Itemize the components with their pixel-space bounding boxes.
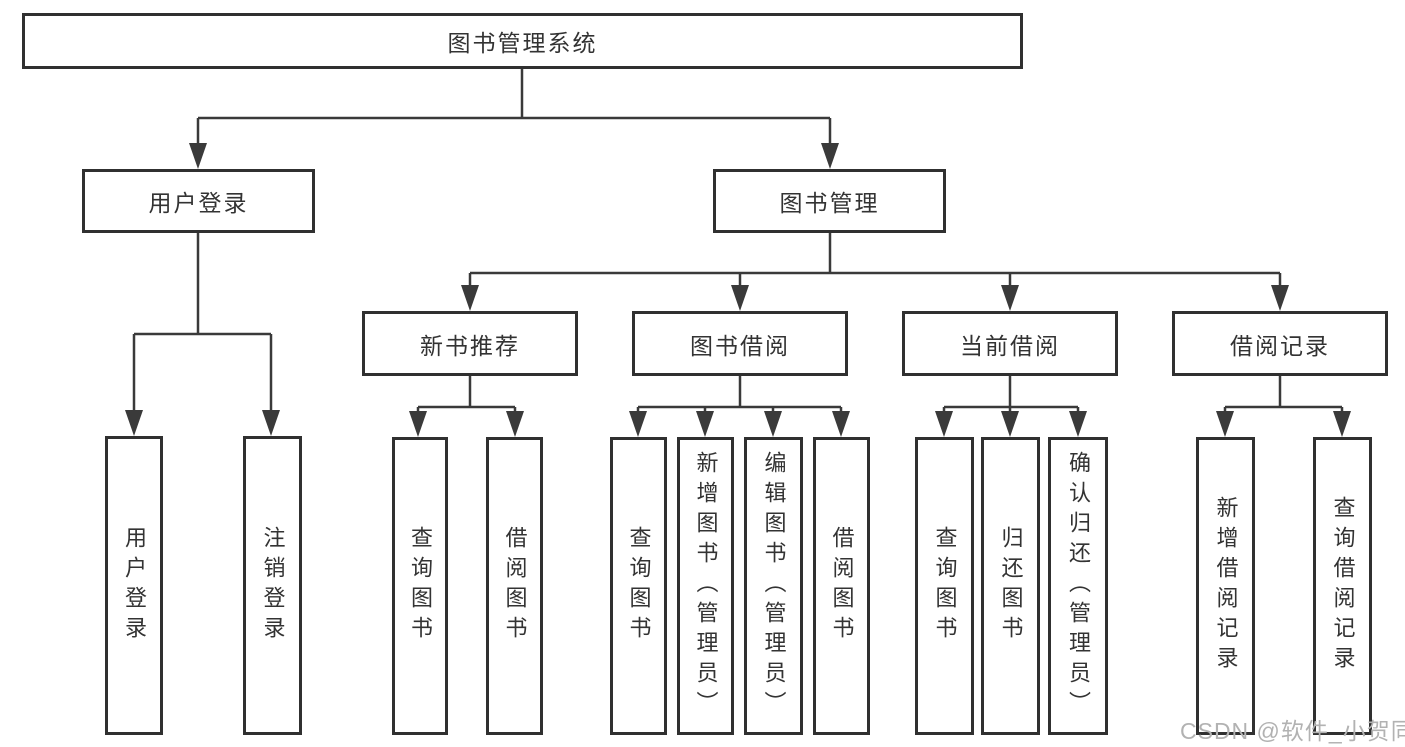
leaf-query-borrow-record: 查询借阅记录 — [1313, 437, 1372, 735]
leaf-label: 借阅图书 — [829, 526, 855, 646]
leaf-label: 编辑图书（管理员） — [761, 451, 787, 721]
node-book-borrow: 图书借阅 — [632, 311, 848, 376]
leaf-label: 借阅图书 — [502, 526, 528, 646]
leaf-edit-books-admin: 编辑图书（管理员） — [744, 437, 803, 735]
leaf-label: 用户登录 — [122, 525, 147, 646]
leaf-label: 新增借阅记录 — [1213, 496, 1239, 676]
leaf-user-login: 用户登录 — [105, 436, 163, 735]
leaf-query-books-borrow: 查询图书 — [610, 437, 667, 735]
leaf-query-books-current: 查询图书 — [915, 437, 974, 735]
leaf-confirm-return-admin: 确认归还（管理员） — [1048, 437, 1108, 735]
node-book-management: 图书管理 — [713, 169, 946, 233]
leaf-return-books: 归还图书 — [981, 437, 1040, 735]
node-new-book-recommend: 新书推荐 — [362, 311, 578, 376]
leaf-label: 注销登录 — [260, 525, 286, 646]
leaf-borrow-books-recommend: 借阅图书 — [486, 437, 543, 735]
leaf-label: 查询图书 — [408, 526, 433, 646]
leaf-borrow-books: 借阅图书 — [813, 437, 870, 735]
leaf-add-borrow-record: 新增借阅记录 — [1196, 437, 1255, 735]
csdn-watermark: CSDN @软件_小贺同学 — [1180, 718, 1405, 744]
leaf-logout: 注销登录 — [243, 436, 302, 735]
node-current-borrow: 当前借阅 — [902, 311, 1118, 376]
leaf-label: 归还图书 — [998, 526, 1024, 646]
leaf-label: 查询图书 — [626, 526, 652, 646]
node-user-login: 用户登录 — [82, 169, 315, 233]
leaf-label: 确认归还（管理员） — [1066, 451, 1091, 721]
node-borrow-records: 借阅记录 — [1172, 311, 1388, 376]
arrowheads — [125, 143, 1351, 437]
leaf-add-books-admin: 新增图书（管理员） — [677, 437, 734, 735]
leaf-label: 新增图书（管理员） — [693, 451, 719, 721]
node-library-management-system: 图书管理系统 — [22, 13, 1023, 69]
leaf-label: 查询借阅记录 — [1330, 496, 1356, 676]
leaf-query-books-recommend: 查询图书 — [392, 437, 448, 735]
leaf-label: 查询图书 — [932, 526, 958, 646]
